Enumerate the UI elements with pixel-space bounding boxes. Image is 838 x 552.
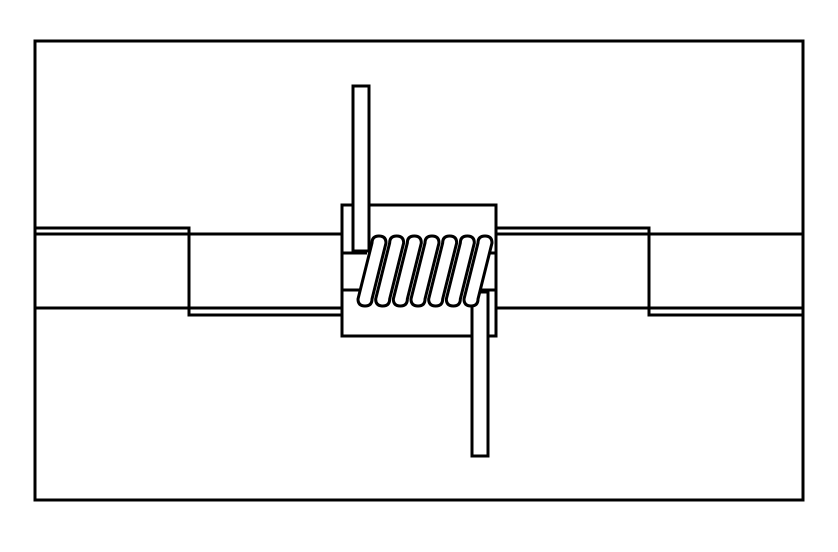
- coil-turn: [444, 234, 476, 308]
- coil-turn: [356, 234, 388, 308]
- coil-turn: [391, 234, 423, 308]
- right-shaft-top-edge: [497, 226, 803, 317]
- coil-turn: [427, 234, 459, 308]
- outer-frame: [33, 39, 805, 502]
- coil-turn: [374, 234, 406, 308]
- coil-turn: [409, 234, 441, 308]
- lower-lever-arm: [470, 290, 490, 458]
- left-shaft-top-edge: [35, 226, 342, 317]
- central-housing: [340, 203, 498, 338]
- torsion-spring-coil: [356, 234, 494, 308]
- upper-lever-arm: [351, 84, 371, 253]
- coil-turn: [462, 234, 494, 308]
